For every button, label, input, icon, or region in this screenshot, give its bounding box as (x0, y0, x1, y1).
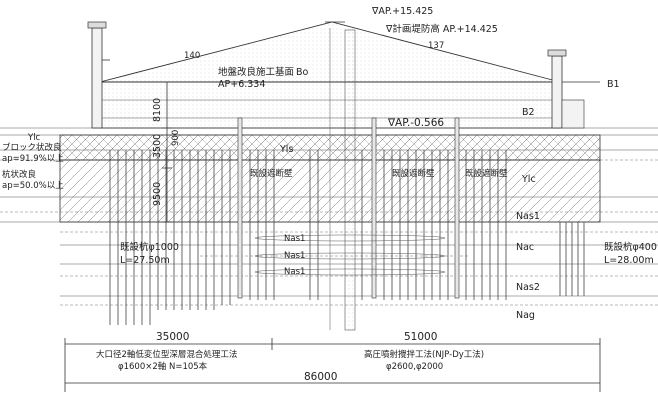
dim-left-span-label: 35000 (156, 331, 189, 343)
pile-left-name-label: 既設杭φ1000 (120, 241, 179, 253)
dim-3500-label: 3500 (152, 134, 163, 158)
slope-right-label: 137 (428, 41, 444, 51)
layer-bo-label: Bo (296, 67, 309, 78)
layer-b2-label: B2 (522, 107, 535, 118)
block-improve-label: ブロック状改良 (2, 142, 62, 153)
pile-right-name-label: 既設杭φ400 (604, 241, 657, 253)
dim-left-spec-label: φ1600×2軸 N=105本 (118, 361, 208, 372)
pile-improve-label: 杭状改良 (2, 169, 37, 180)
block-ratio-label: ap=91.9%以上 (2, 154, 64, 164)
layer-nas1-b-label: Nas1 (284, 251, 305, 261)
existing-piles-right (465, 150, 585, 300)
water-level-label: ∇AP.-0.566 (387, 117, 444, 129)
dim-total-label: 86000 (304, 371, 337, 383)
ground-improve-title-label: 地盤改良施工基面 (218, 66, 294, 78)
layer-nas1-c-label: Nas1 (284, 267, 305, 277)
layer-ylc-left-label: Ylc (27, 133, 41, 143)
block-improvement-zone (59, 134, 601, 161)
horizontal-dimension-lines (64, 338, 601, 392)
nas1-lenses (254, 234, 446, 276)
ground-improve-level-label: AP+6.334 (218, 79, 265, 90)
pile-left-length-label: L=27.50m (120, 255, 170, 266)
wall-2-label: 既設遮断壁 (392, 168, 435, 179)
wall-1-label: 既設遮断壁 (250, 168, 293, 179)
embankment-body (99, 21, 561, 331)
dim-8100-label: 8100 (152, 98, 163, 122)
vertical-dimension-lines (162, 81, 172, 223)
existing-piles-left (109, 150, 231, 325)
dim-9500-label: 9500 (152, 182, 163, 206)
right-retaining-structure (547, 49, 600, 129)
dim-right-span-label: 51000 (404, 331, 437, 343)
layer-ylc-right-label: Ylc (521, 174, 536, 185)
left-retaining-structure (87, 21, 110, 129)
pile-right-length-label: L=28.00m (604, 255, 654, 266)
layer-nas2-label: Nas2 (516, 282, 540, 293)
layer-nas1-a-label: Nas1 (284, 234, 305, 244)
pile-ratio-label: ap=50.0%以上 (2, 181, 64, 191)
crest-level-label: ∇AP.+15.425 (371, 6, 433, 17)
layer-yls-label: Yls (279, 144, 293, 155)
layer-nag-label: Nag (516, 310, 535, 321)
dim-900-label: 900 (171, 130, 181, 146)
layer-b1-label: B1 (607, 79, 620, 90)
layer-nac-label: Nac (516, 242, 534, 253)
slope-left-label: 140 (184, 51, 200, 61)
dim-right-method-label: 高圧噴射攪拌工法(NJP-Dy工法) (364, 349, 484, 360)
dim-right-spec-label: φ2600,φ2000 (386, 362, 443, 372)
layer-nas1-right-label: Nas1 (516, 211, 540, 222)
existing-cutoff-walls (237, 117, 460, 299)
wall-3-label: 既設遮断壁 (465, 168, 508, 179)
design-crest-label: ∇計画堤防高 AP.+14.425 (385, 23, 498, 35)
dim-left-method-label: 大口径2軸低変位型深層混合処理工法 (96, 349, 237, 360)
